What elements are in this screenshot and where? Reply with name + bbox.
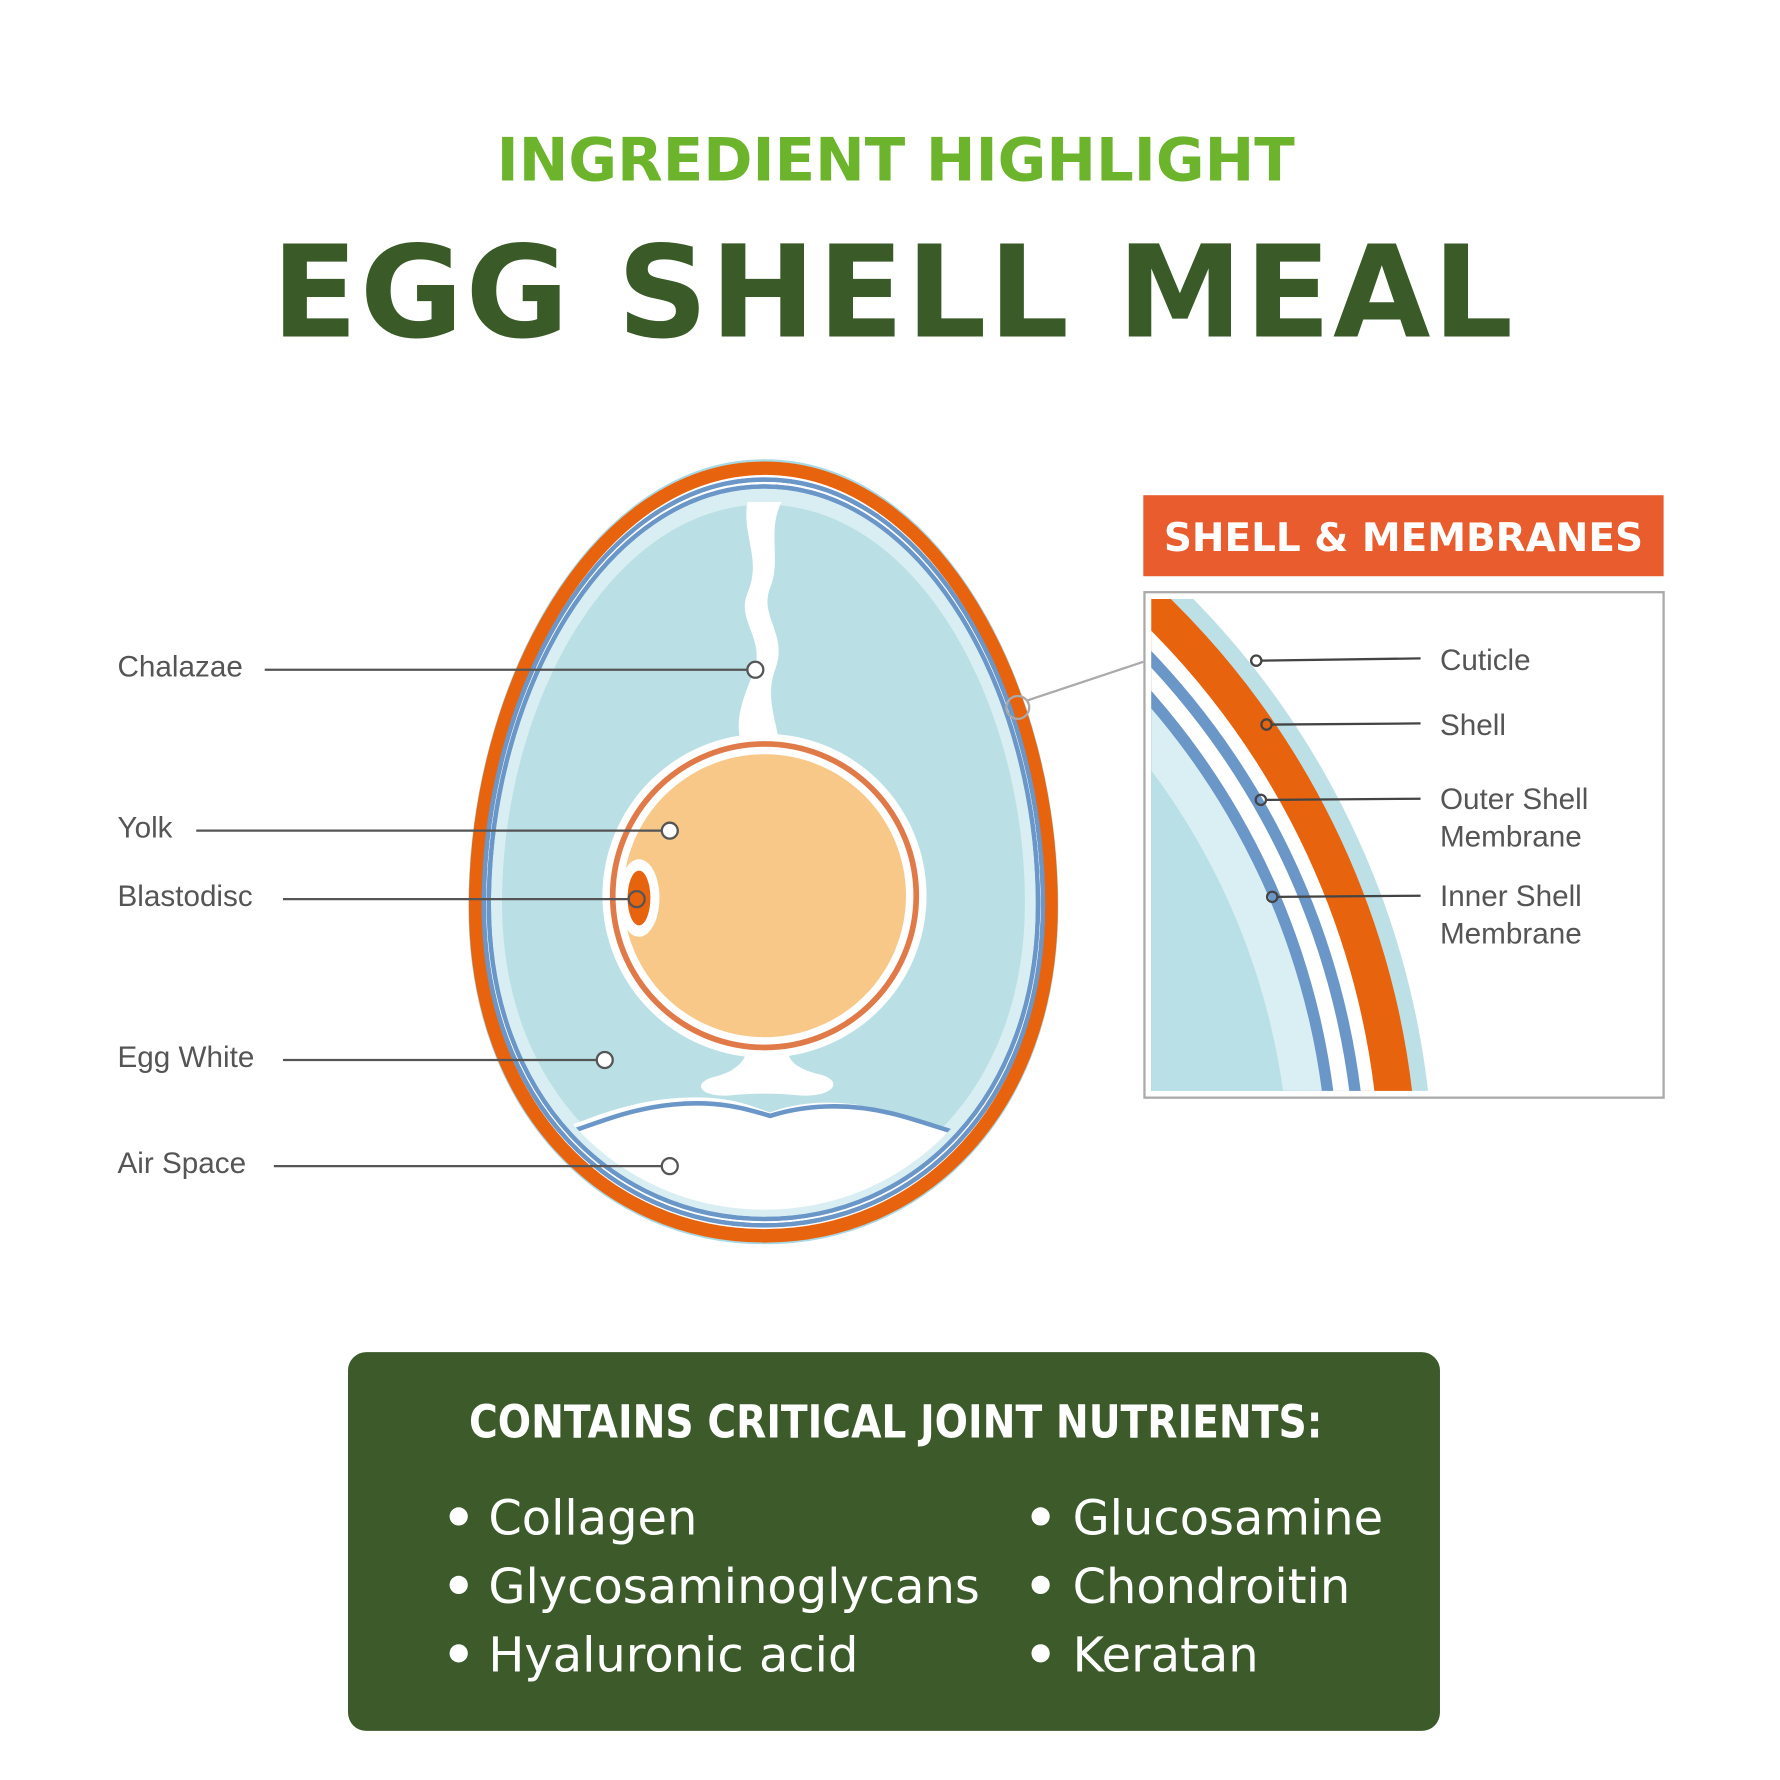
label-outer-membrane-1: Outer Shell <box>1440 783 1588 816</box>
nutrient-item: Collagen <box>488 1492 697 1547</box>
label-outer-membrane-2: Membrane <box>1440 821 1582 854</box>
shell-membranes-inset: SHELL & MEMBRANES Cuticle Shell Outer Sh… <box>1143 495 1665 1099</box>
bullet-icon <box>449 1507 468 1526</box>
egg-white-layer <box>1151 770 1283 1091</box>
nutrient-item: Glycosaminoglycans <box>488 1560 979 1615</box>
label-air-space: Air Space <box>118 1147 247 1180</box>
label-egg-white: Egg White <box>118 1041 255 1074</box>
nutrient-item: Chondroitin <box>1073 1560 1351 1615</box>
inset-title: SHELL & MEMBRANES <box>1164 516 1643 561</box>
label-inner-membrane-1: Inner Shell <box>1440 880 1582 913</box>
air-space-boundary <box>501 1101 1031 1145</box>
label-chalazae: Chalazae <box>118 651 243 684</box>
inset-pointer-circle <box>1005 694 1031 720</box>
nutrients-title: CONTAINS CRITICAL JOINT NUTRIENTS: <box>469 1396 1322 1449</box>
chalazae-top <box>738 502 782 754</box>
bullet-icon <box>449 1644 468 1663</box>
egg-callouts <box>196 660 765 1176</box>
nutrient-item: Hyaluronic acid <box>488 1629 858 1684</box>
inset-header <box>1143 495 1664 577</box>
nutrient-item: Glucosamine <box>1073 1492 1384 1547</box>
bullet-icon <box>1031 1644 1050 1663</box>
yolk <box>623 754 906 1038</box>
bullet-icon <box>449 1575 468 1595</box>
label-cuticle: Cuticle <box>1440 644 1531 677</box>
egg-cross-section <box>471 462 1144 1241</box>
blastodisc <box>627 870 651 926</box>
bullet-icon <box>1031 1575 1050 1595</box>
bullet-icon <box>1031 1507 1050 1526</box>
chalazae-bottom <box>701 1032 834 1096</box>
nutrients-panel: CONTAINS CRITICAL JOINT NUTRIENTS: Colla… <box>348 1352 1440 1731</box>
label-yolk: Yolk <box>118 812 173 845</box>
label-shell: Shell <box>1440 709 1506 742</box>
page-title: EGG SHELL MEAL <box>272 219 1516 368</box>
kicker-heading: INGREDIENT HIGHLIGHT <box>497 125 1296 194</box>
nutrient-item: Keratan <box>1073 1629 1259 1684</box>
label-blastodisc: Blastodisc <box>118 880 253 913</box>
label-inner-membrane-2: Membrane <box>1440 918 1582 951</box>
